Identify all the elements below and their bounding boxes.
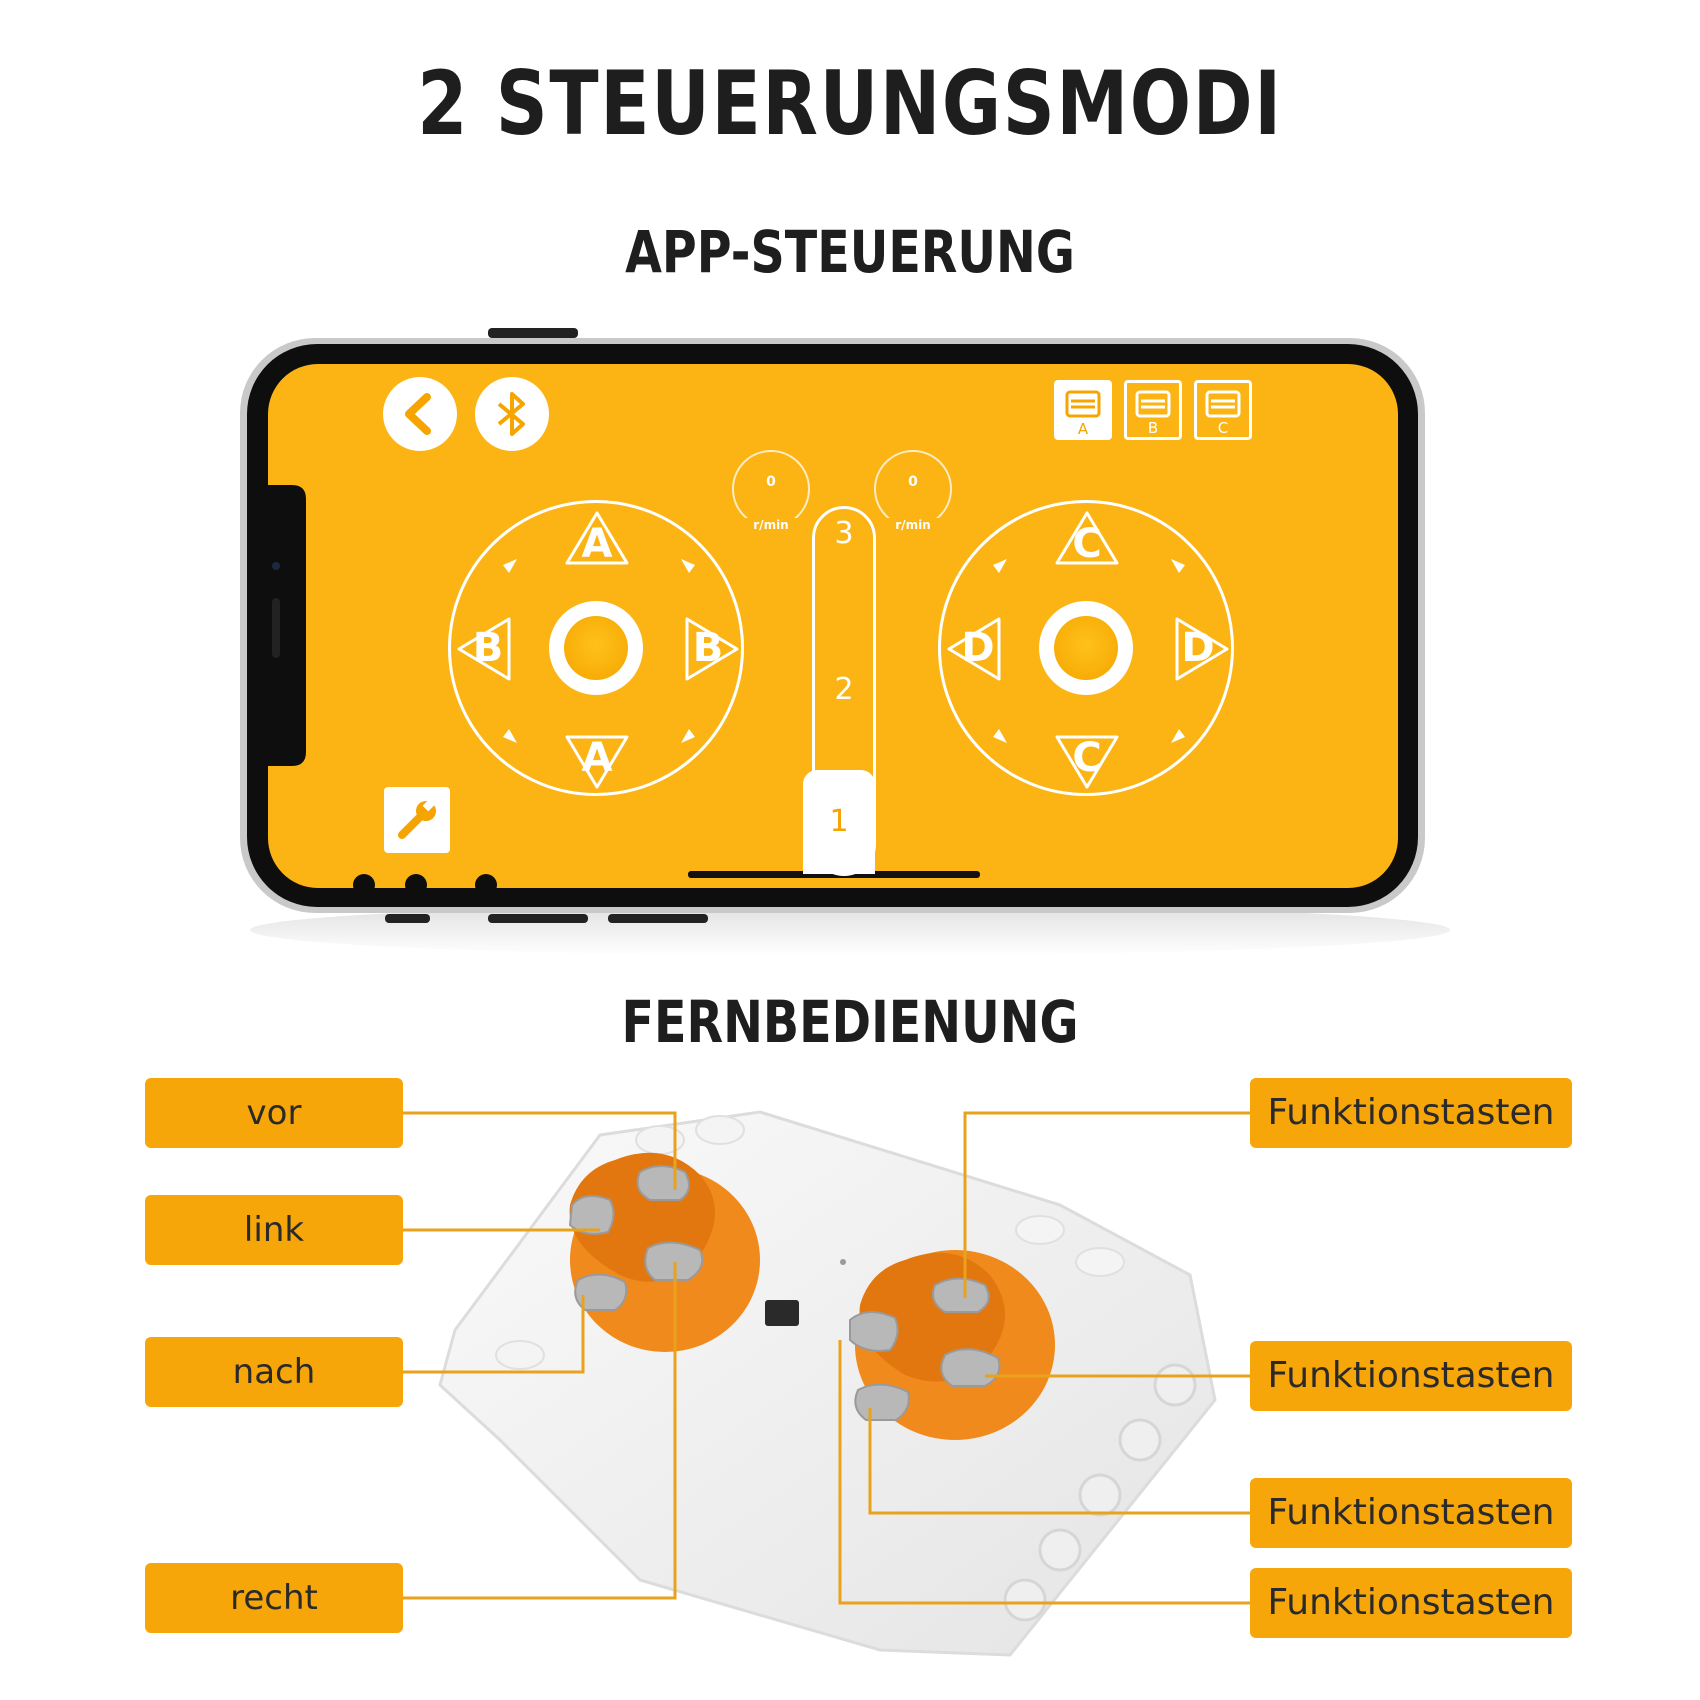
diagonal-arrows bbox=[503, 559, 695, 743]
label-funktionstasten-4: Funktionstasten bbox=[1250, 1568, 1572, 1638]
label-funktionstasten-3: Funktionstasten bbox=[1250, 1478, 1572, 1548]
pad-label: A bbox=[581, 521, 613, 567]
pad-label: A bbox=[581, 735, 613, 781]
port-tab-c[interactable]: C bbox=[1194, 380, 1252, 440]
wrench-icon bbox=[398, 798, 436, 839]
triangle-up-icon bbox=[565, 511, 629, 565]
speed-gauge-right: 0 r/min bbox=[874, 450, 952, 532]
pad-label: B bbox=[472, 625, 504, 671]
pad-button-bottom[interactable]: C bbox=[1053, 733, 1121, 791]
phone-side-button bbox=[488, 328, 578, 338]
back-icon bbox=[405, 393, 431, 435]
port-tab-a[interactable]: A bbox=[1054, 380, 1112, 440]
bluetooth-icon bbox=[497, 392, 525, 436]
triangle-left-icon bbox=[457, 617, 511, 681]
label-link: link bbox=[145, 1195, 403, 1265]
triangle-down-icon bbox=[565, 735, 629, 789]
label-funktionstasten-2: Funktionstasten bbox=[1250, 1341, 1572, 1411]
triangle-right-icon bbox=[685, 617, 739, 681]
pad-label: B bbox=[692, 625, 724, 671]
gauge-unit: r/min bbox=[876, 518, 950, 532]
phone-side-button bbox=[608, 914, 708, 923]
triangle-left-icon bbox=[947, 617, 1001, 681]
remote-button-vor bbox=[636, 1165, 690, 1201]
joystick-left[interactable]: A A B B bbox=[448, 500, 744, 796]
triangle-up-icon bbox=[1055, 511, 1119, 565]
port-tabs: A B C bbox=[1054, 380, 1252, 440]
triangle-down-icon bbox=[1055, 735, 1119, 789]
joystick-knob[interactable] bbox=[549, 601, 643, 695]
pad-label: C bbox=[1072, 521, 1102, 567]
phone-side-button bbox=[488, 914, 588, 923]
remote-button-recht bbox=[644, 1241, 704, 1281]
settings-button[interactable] bbox=[384, 787, 450, 853]
label-funktionstasten-1: Funktionstasten bbox=[1250, 1078, 1572, 1148]
speed-level-3[interactable]: 3 bbox=[834, 516, 854, 551]
pad-button-bottom[interactable]: A bbox=[563, 733, 631, 791]
port-tab-b[interactable]: B bbox=[1124, 380, 1182, 440]
pad-button-left[interactable]: D bbox=[945, 615, 1003, 683]
triangle-right-icon bbox=[1175, 617, 1229, 681]
speed-level-1: 1 bbox=[829, 804, 849, 839]
pad-button-top[interactable]: C bbox=[1053, 509, 1121, 567]
back-button[interactable] bbox=[383, 377, 457, 451]
power-switch bbox=[765, 1300, 799, 1326]
pad-button-left[interactable]: B bbox=[455, 615, 513, 683]
phone-side-button bbox=[385, 914, 430, 923]
pad-button-right[interactable]: D bbox=[1173, 615, 1231, 683]
port-tab-label: B bbox=[1147, 419, 1159, 437]
label-recht: recht bbox=[145, 1563, 403, 1633]
motor-icon bbox=[1135, 390, 1171, 418]
pad-button-top[interactable]: A bbox=[563, 509, 631, 567]
port-tab-label: C bbox=[1217, 419, 1229, 437]
port-tab-label: A bbox=[1077, 420, 1089, 438]
label-nach: nach bbox=[145, 1337, 403, 1407]
bluetooth-button[interactable] bbox=[475, 377, 549, 451]
remote-button-nach bbox=[574, 1273, 628, 1311]
section-remote-title: FERNBEDIENUNG bbox=[621, 988, 1079, 1056]
speed-slider-handle[interactable]: 1 bbox=[803, 770, 875, 874]
pad-label: C bbox=[1072, 735, 1102, 781]
joystick-right[interactable]: C C D D bbox=[938, 500, 1234, 796]
gauge-unit: r/min bbox=[734, 518, 808, 532]
speed-gauge-left: 0 r/min bbox=[732, 450, 810, 532]
page-title: 2 STEUERUNGSMODI bbox=[417, 52, 1283, 155]
gauge-value: 0 bbox=[908, 474, 918, 490]
label-vor: vor bbox=[145, 1078, 403, 1148]
joystick-knob[interactable] bbox=[1039, 601, 1133, 695]
motor-icon bbox=[1065, 390, 1101, 418]
diagonal-arrows bbox=[993, 559, 1185, 743]
speed-slider[interactable] bbox=[812, 506, 876, 876]
phone-notch bbox=[268, 485, 306, 766]
pad-label: D bbox=[1181, 625, 1215, 671]
remote-button-link bbox=[568, 1195, 615, 1235]
gauge-value: 0 bbox=[766, 474, 776, 490]
section-app-title: APP-STEUERUNG bbox=[625, 218, 1075, 286]
leader-lines bbox=[400, 1111, 1250, 1605]
pad-button-right[interactable]: B bbox=[683, 615, 741, 683]
remote-body bbox=[438, 1110, 1217, 1657]
pad-label: D bbox=[961, 625, 995, 671]
motor-icon bbox=[1205, 390, 1241, 418]
speed-level-2[interactable]: 2 bbox=[834, 672, 854, 707]
